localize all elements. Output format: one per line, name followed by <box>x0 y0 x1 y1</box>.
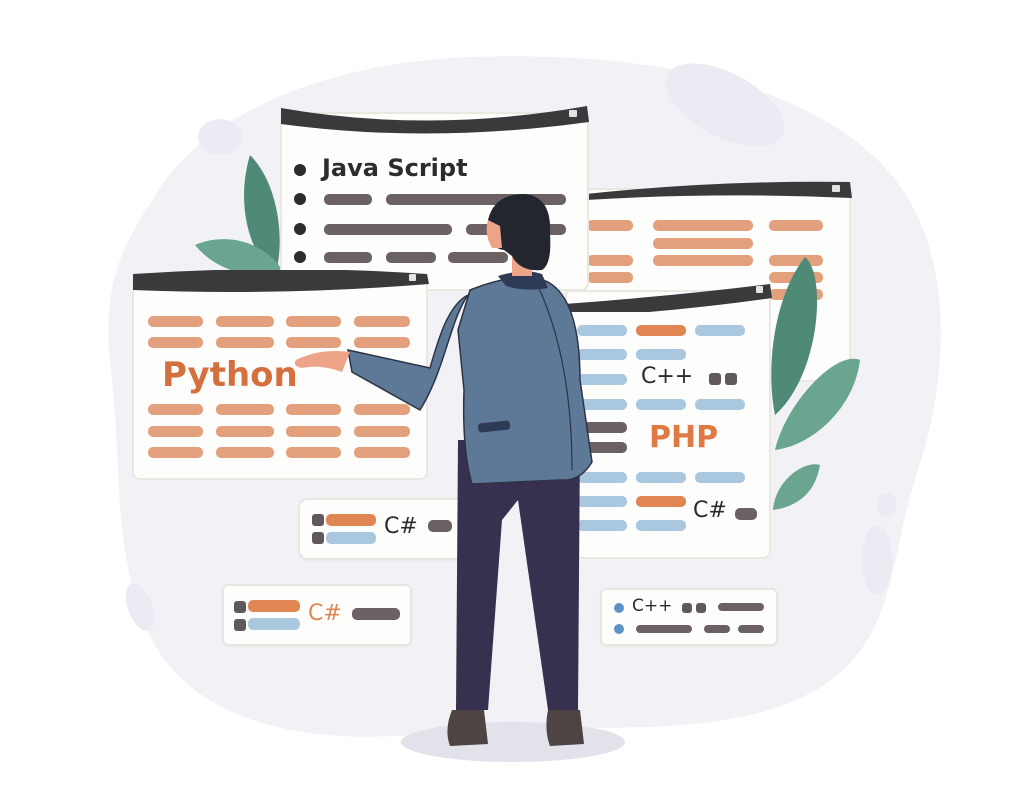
window-php: C++ PHP C# <box>564 284 772 559</box>
javascript-title: Java Script <box>322 154 468 182</box>
leaf-icon <box>771 257 860 510</box>
php-cpp-label: C++ <box>641 364 694 389</box>
collar <box>498 271 548 290</box>
card-csharp-a: C# <box>298 498 472 560</box>
window-title-bar <box>564 284 772 312</box>
php-title: PHP <box>649 420 719 455</box>
window-control-icon <box>409 274 416 281</box>
card-csharp-b: C# <box>222 584 412 646</box>
window-control-icon <box>569 110 577 117</box>
window-title-bar <box>586 181 852 200</box>
leaf-icon <box>195 155 285 277</box>
hair <box>487 194 551 271</box>
window-title-bar <box>133 270 429 292</box>
window-title-bar <box>281 106 589 134</box>
python-title: Python <box>162 355 298 395</box>
pocket <box>477 420 511 433</box>
face <box>486 220 502 248</box>
shoe-right <box>546 710 584 746</box>
window-python: Python <box>132 270 429 480</box>
hand <box>294 351 350 372</box>
card-b-label: C# <box>308 601 342 626</box>
card-cpp: C++ <box>600 588 778 646</box>
developer-figure <box>294 194 593 746</box>
window-control-icon <box>756 286 763 293</box>
window-control-icon <box>832 185 840 192</box>
card-c-label: C++ <box>632 596 673 616</box>
pants <box>456 440 580 710</box>
decor-ellipse <box>665 63 785 147</box>
card-a-label: C# <box>384 514 418 539</box>
shoe-left <box>447 710 488 746</box>
arm <box>347 294 469 412</box>
php-cs-label: C# <box>693 498 727 523</box>
